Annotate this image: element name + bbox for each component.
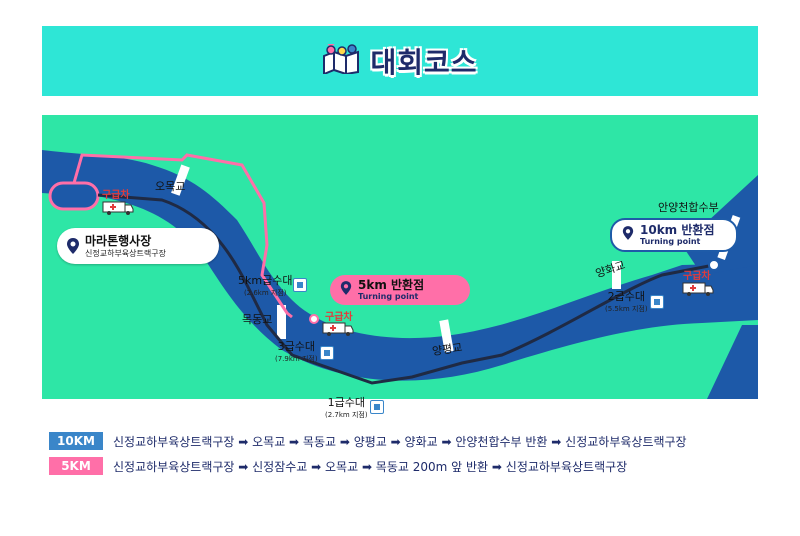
location-pin-icon bbox=[622, 225, 634, 245]
water-station-distance: (2.6km 지점) bbox=[243, 289, 287, 297]
bridge-label-anyang: 안양천합수부 bbox=[658, 201, 719, 214]
turning-point-10km-sub: Turning point bbox=[640, 237, 701, 246]
venue-card: 마라톤행사장 신정교하부육상트랙구장 bbox=[57, 228, 219, 264]
route-5km bbox=[72, 153, 293, 319]
ambulance-label: 구급차 bbox=[325, 312, 353, 323]
venue-subtitle: 신정교하부육상트랙구장 bbox=[85, 249, 166, 258]
water-cup-icon bbox=[320, 346, 334, 360]
legend-badge-10km: 10KM bbox=[49, 432, 103, 450]
legend-route-10km: 신정교하부육상트랙구장 ➡ 오목교 ➡ 목동교 ➡ 양평교 ➡ 양화교 ➡ 안양… bbox=[113, 434, 687, 449]
water-cup-icon bbox=[370, 400, 384, 414]
water-station-name: 1급수대 bbox=[327, 396, 365, 409]
turning-point-5km-sub: Turning point bbox=[358, 292, 419, 301]
ambulance-label: 구급차 bbox=[102, 190, 130, 201]
turn-marker-5km bbox=[309, 314, 319, 324]
bridge-omok bbox=[171, 164, 190, 196]
water-station: 1급수대 (2.7km 지점) bbox=[325, 397, 368, 421]
legend-route-5km: 신정교하부육상트랙구장 ➡ 신정잠수교 ➡ 오목교 ➡ 목동교 200m 앞 반… bbox=[113, 459, 628, 474]
turn-marker-10km bbox=[708, 259, 720, 271]
water-station-name: 2급수대 bbox=[607, 290, 645, 303]
turning-point-10km-name: 10km 반환점 bbox=[640, 223, 715, 237]
track bbox=[48, 181, 100, 211]
water-station-distance: (5.5km 지점) bbox=[605, 305, 648, 313]
water-station-distance: (2.7km 지점) bbox=[325, 411, 368, 419]
turning-point-5km-name: 5km 반환점 bbox=[358, 278, 425, 292]
bridge-mokdong bbox=[277, 305, 286, 339]
water-station: 5km급수대 (2.6km 지점) bbox=[238, 275, 292, 299]
water-station: 2급수대 (5.5km 지점) bbox=[605, 291, 648, 315]
turning-point-10km: 10km 반환점 Turning point bbox=[610, 218, 738, 252]
legend-row-5km: 5KM 신정교하부육상트랙구장 ➡ 신정잠수교 ➡ 오목교 ➡ 목동교 200m… bbox=[49, 457, 627, 475]
water-cup-icon bbox=[650, 295, 664, 309]
river bbox=[42, 150, 758, 381]
bridge-label-omok: 오목교 bbox=[155, 180, 186, 193]
bridge-yanghwa bbox=[612, 261, 621, 289]
legend-badge-5km: 5KM bbox=[49, 457, 103, 475]
ambulance-icon bbox=[682, 280, 714, 296]
venue-name: 마라톤행사장 bbox=[85, 234, 152, 248]
water-station-distance: (7.9km 지점) bbox=[275, 355, 318, 363]
ambulance-label: 구급차 bbox=[683, 271, 711, 282]
water-station: 3급수대 (7.9km 지점) bbox=[275, 341, 318, 365]
ambulance-icon bbox=[322, 320, 354, 336]
bridge-label-mokdong: 목동교 bbox=[242, 313, 273, 326]
route-10km bbox=[97, 193, 715, 385]
page-title: 대회코스 bbox=[370, 46, 478, 79]
course-map: 마라톤행사장 신정교하부육상트랙구장 5km 반환점 Turning point… bbox=[42, 115, 758, 399]
water-station-name: 5km급수대 bbox=[238, 274, 293, 287]
legend-row-10km: 10KM 신정교하부육상트랙구장 ➡ 오목교 ➡ 목동교 ➡ 양평교 ➡ 양화교… bbox=[49, 432, 687, 450]
location-pin-icon bbox=[66, 237, 80, 259]
title-banner: 대회코스 bbox=[42, 26, 758, 96]
location-pin-icon bbox=[340, 280, 352, 300]
water-cup-icon bbox=[293, 278, 307, 292]
turning-point-5km: 5km 반환점 Turning point bbox=[330, 275, 470, 305]
water-station-name: 3급수대 bbox=[277, 340, 315, 353]
bridge-yangpyeong bbox=[439, 319, 454, 353]
ambulance-icon bbox=[102, 199, 134, 215]
map-pin-icon bbox=[322, 38, 360, 78]
